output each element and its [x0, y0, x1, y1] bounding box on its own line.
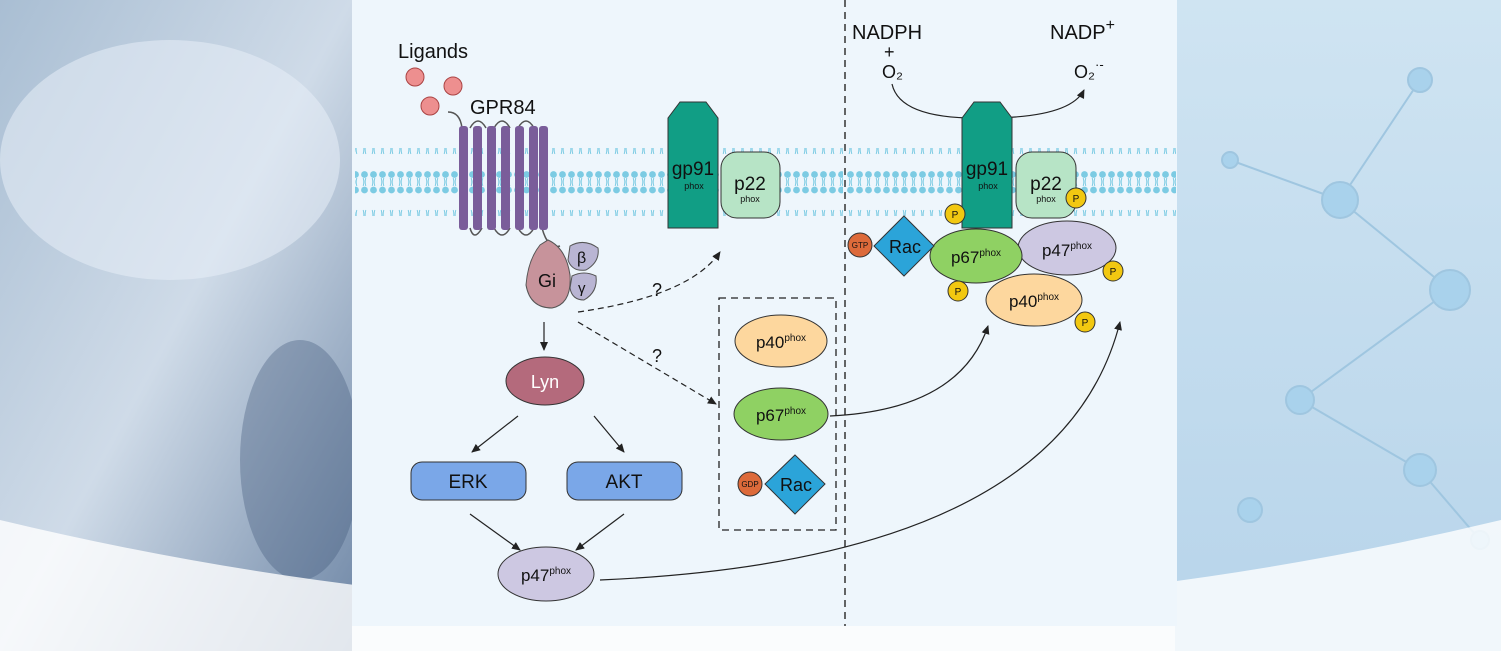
phospho-site [1074, 311, 1096, 333]
p67-label-active: p67phox [951, 248, 1001, 267]
gp91-node-active [961, 101, 1013, 229]
arrow-gi-to-p22 [577, 251, 721, 313]
background-glove-shape [0, 40, 340, 280]
background-flask-shape [240, 340, 360, 580]
p47-node-cytosol [497, 546, 595, 602]
superoxide-label: O₂·- [1074, 57, 1104, 82]
phospho-label: P [1073, 194, 1080, 205]
arrow-p47-to-complex [599, 321, 1122, 581]
p22-phox-resting: phox [740, 194, 760, 204]
p22-node-resting [720, 151, 781, 219]
gamma-label: γ [578, 280, 586, 297]
p22-node-active [1015, 151, 1077, 219]
phospho-site [947, 280, 969, 302]
cytosolic-components-box [718, 297, 837, 531]
p40-node-active [985, 273, 1083, 327]
nadph-label: NADPH [852, 22, 922, 44]
akt-node [566, 461, 683, 501]
p22-label-resting: p22 [734, 174, 766, 195]
question-mark-1: ? [652, 280, 662, 300]
rac-label-active: Rac [889, 237, 921, 257]
arrow-erk-to-p47 [469, 513, 521, 551]
gdp-node [737, 471, 763, 497]
erk-node [410, 461, 527, 501]
p40-label-cytosol: p40phox [756, 333, 806, 352]
arrow-gi-to-cytosolic [577, 321, 717, 405]
phospho-label: P [1082, 318, 1089, 329]
p67-node-active [929, 228, 1023, 284]
p47-label-cytosol: p47phox [521, 566, 571, 585]
rac-node-active [873, 215, 935, 277]
beta-subunit [567, 242, 599, 271]
arrow-p67-to-complex [829, 325, 990, 417]
gamma-subunit [569, 272, 597, 301]
o2-label: O₂ [882, 62, 903, 82]
phospho-label: P [952, 210, 959, 221]
lyn-label: Lyn [531, 372, 559, 392]
ligand [420, 96, 440, 116]
rac-node-inactive [764, 454, 826, 515]
gi-subunit [525, 239, 571, 309]
lyn-node [505, 356, 585, 406]
ligand [405, 67, 425, 87]
phospho-site [1065, 187, 1087, 209]
rac-label-inactive: Rac [780, 475, 812, 495]
p22-phox-active: phox [1036, 194, 1056, 204]
gp91-label-resting: gp91 [672, 159, 714, 180]
gtp-node [847, 232, 873, 258]
arrow-akt-to-p47 [575, 513, 625, 551]
gpr84-receptor [447, 111, 561, 248]
gdp-label: GDP [741, 480, 758, 489]
gp91-phox-active: phox [978, 181, 998, 191]
p22-label-active: p22 [1030, 174, 1062, 195]
phospho-site [1102, 260, 1124, 282]
arrow-lyn-to-akt [593, 415, 625, 453]
gp91-node-resting [667, 101, 719, 229]
phospho-label: P [1110, 267, 1117, 278]
p47-label-active: p47phox [1042, 241, 1092, 260]
akt-label: AKT [606, 472, 643, 493]
plus-label: + [884, 42, 895, 62]
gpr84-label: GPR84 [470, 97, 536, 119]
nadp-label: NADP+ [1050, 17, 1115, 44]
p67-label-cytosol: p67phox [756, 406, 806, 425]
ligand [443, 76, 463, 96]
gtp-label: GTP [852, 241, 868, 250]
gp91-phox-resting: phox [684, 181, 704, 191]
ligands-label: Ligands [398, 41, 468, 63]
p40-label-active: p40phox [1009, 292, 1059, 311]
beta-label: β [577, 250, 586, 267]
p67-node-cytosol [733, 387, 829, 441]
phospho-label: P [955, 287, 962, 298]
arrow-lyn-to-erk [471, 415, 519, 453]
erk-label: ERK [448, 472, 487, 493]
gp91-label-active: gp91 [966, 159, 1008, 180]
gi-label: Gi [538, 271, 556, 291]
p40-node-cytosol [734, 314, 828, 368]
phospho-site [944, 203, 966, 225]
question-mark-2: ? [652, 346, 662, 366]
molecule-network-decoration [1221, 67, 1490, 550]
